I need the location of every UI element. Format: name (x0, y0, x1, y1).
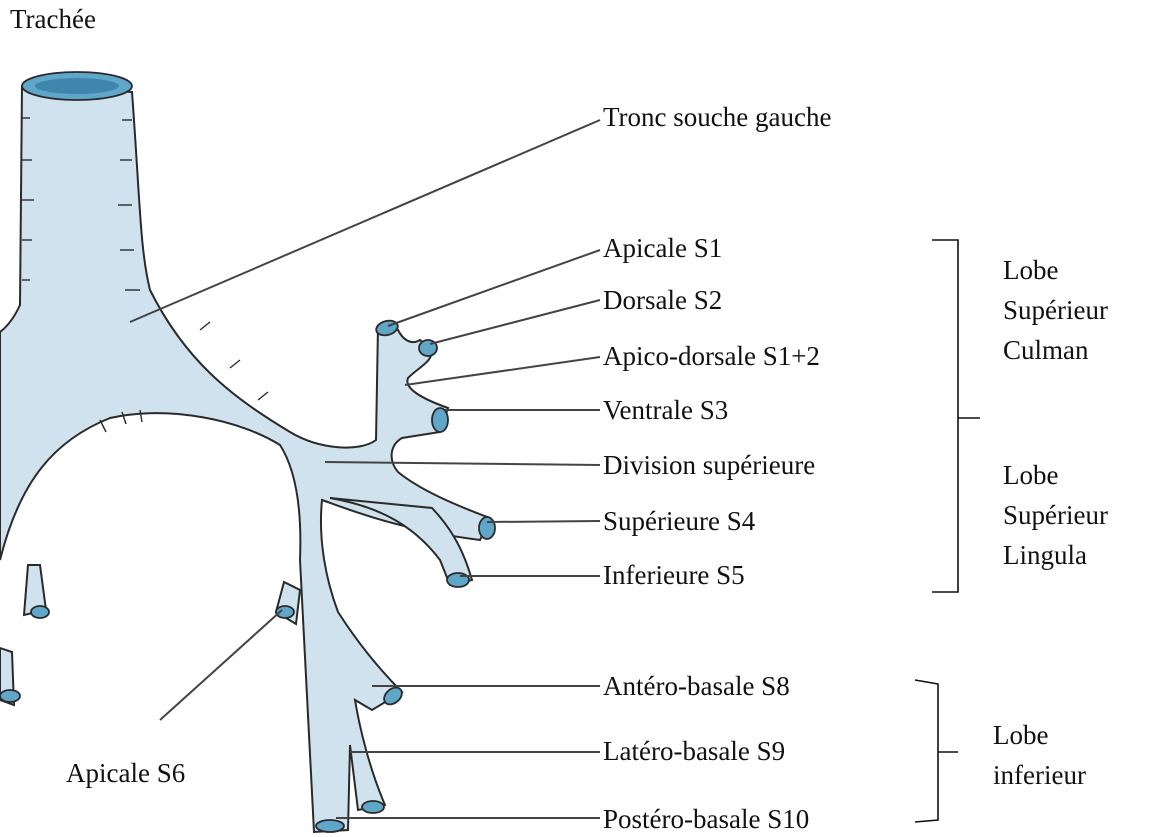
division-superieure-label: Division supérieure (603, 452, 815, 479)
antero-basale-s8-label: Antéro-basale S8 (603, 673, 790, 700)
apicale-s1-label: Apicale S1 (603, 235, 722, 262)
latero-basale-s9-label: Latéro-basale S9 (603, 738, 785, 765)
lobe-superieur-lingula-group: Lobe Supérieur Lingula (1003, 455, 1108, 575)
dorsale-s2-label: Dorsale S2 (603, 287, 722, 314)
culmen-line-2: Supérieur (1003, 290, 1108, 330)
lingula-line-3: Lingula (1003, 535, 1108, 575)
apicale-s6-label: Apicale S6 (66, 760, 185, 787)
superieure-s4-label: Supérieure S4 (603, 508, 755, 535)
tronc-souche-gauche-label: Tronc souche gauche (603, 104, 831, 131)
lingula-line-2: Supérieur (1003, 495, 1108, 535)
apico-dorsale-label: Apico-dorsale S1+2 (603, 343, 820, 370)
postero-basale-s10-label: Postéro-basale S10 (603, 806, 809, 833)
culmen-line-3: Culman (1003, 330, 1108, 370)
lobe-inferieur-line-1: Lobe (993, 715, 1086, 755)
ventrale-s3-label: Ventrale S3 (603, 397, 728, 424)
lobe-inferieur-group: Lobe inferieur (993, 715, 1086, 795)
group-braces (915, 240, 980, 822)
inferieure-s5-label: Inferieure S5 (603, 562, 745, 589)
trachea-label: Trachée (10, 6, 96, 33)
lobe-inferieur-line-2: inferieur (993, 755, 1086, 795)
culmen-line-1: Lobe (1003, 250, 1108, 290)
lobe-superieur-culmen-group: Lobe Supérieur Culman (1003, 250, 1108, 370)
lingula-line-1: Lobe (1003, 455, 1108, 495)
